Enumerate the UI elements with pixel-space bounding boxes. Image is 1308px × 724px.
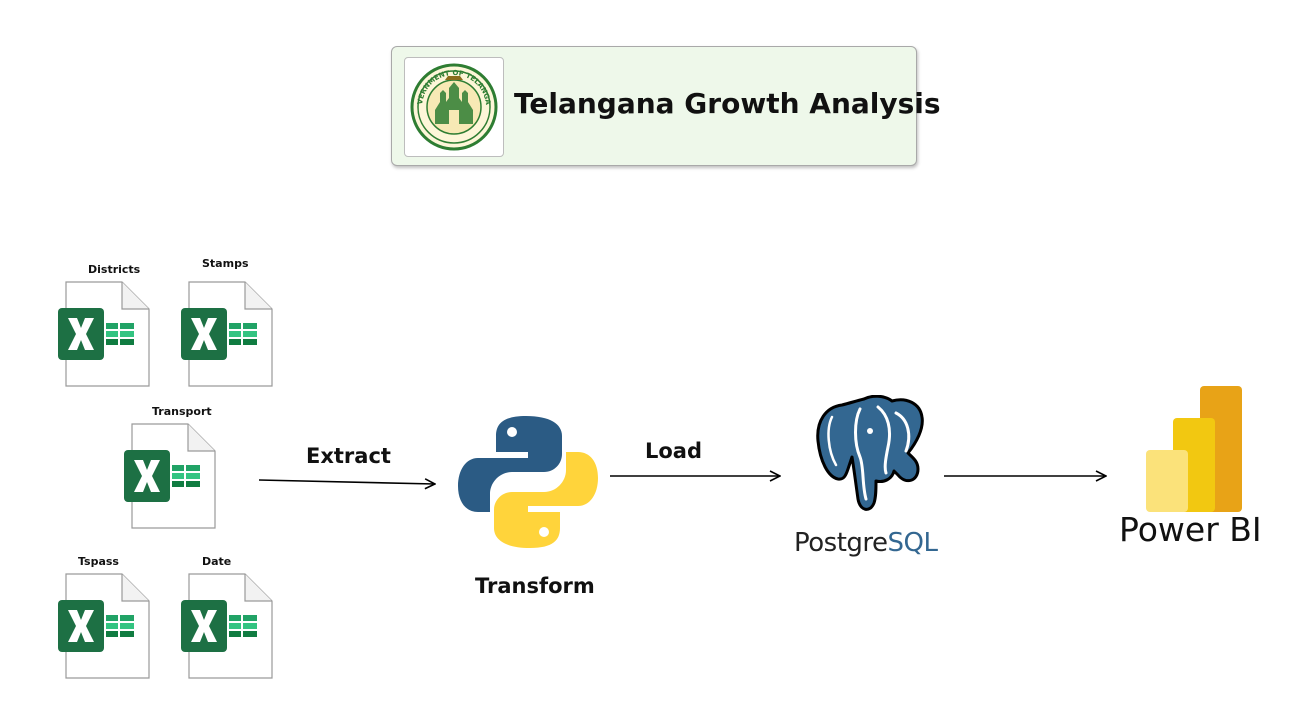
file-label-tspass: Tspass [78, 555, 119, 568]
sql-text: SQL [887, 528, 938, 558]
diagram-title: Telangana Growth Analysis [514, 87, 941, 120]
file-label-stamps: Stamps [202, 257, 249, 270]
transform-label: Transform [475, 574, 595, 598]
python-logo-icon [458, 416, 598, 548]
powerbi-logo-icon [1146, 386, 1242, 512]
file-label-transport: Transport [152, 405, 212, 418]
powerbi-label: Power BI [1119, 510, 1262, 549]
extract-arrow [258, 480, 435, 484]
seal-logo-icon: GOVERNMENT OF TELANGANA [402, 52, 498, 151]
postgresql-wordmark: PostgreSQL [794, 528, 938, 558]
postgresql-elephant-icon [816, 395, 924, 511]
extract-label: Extract [306, 444, 391, 468]
postgre-text: Postgre [794, 528, 888, 558]
file-label-date: Date [202, 555, 232, 568]
file-label-districts: Districts [88, 263, 141, 276]
title-card: GOVERNMENT OF TELANGANA Telangana Growth… [391, 46, 941, 166]
telangana-seal: GOVERNMENT OF TELANGANA [402, 52, 504, 157]
load-label: Load [645, 439, 703, 463]
